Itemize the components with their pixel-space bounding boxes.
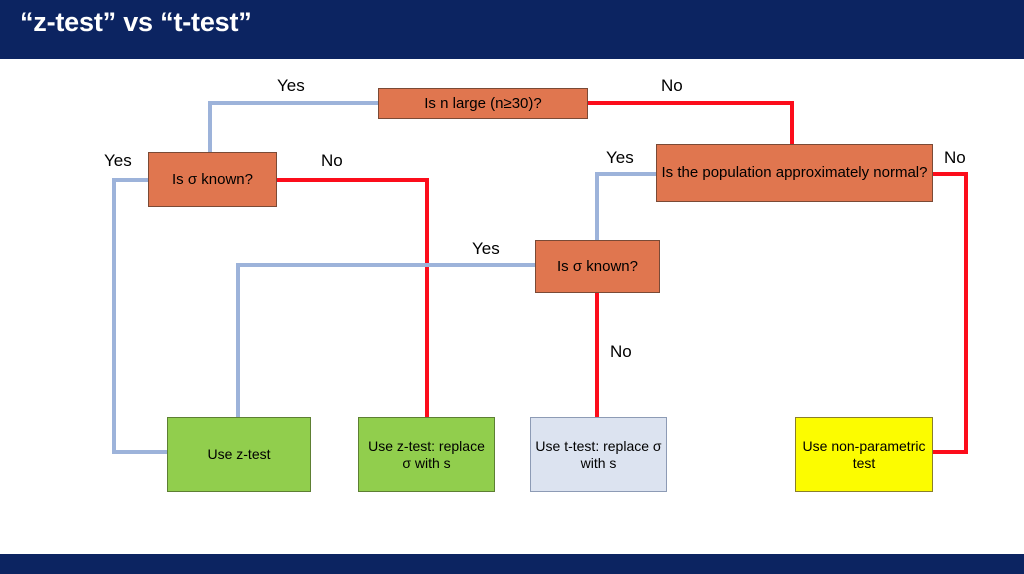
edge-n-large-no-vertical bbox=[790, 101, 794, 145]
edge-label-sigma-left-no: No bbox=[321, 151, 343, 170]
edge-label-n-large-no: No bbox=[661, 76, 683, 95]
edge-sigma-middle-no-vertical bbox=[595, 291, 599, 418]
edge-population-no-vertical bbox=[964, 172, 968, 454]
edge-population-yes-horizontal bbox=[595, 172, 657, 176]
footer-bar bbox=[0, 554, 1024, 574]
edge-population-yes-vertical bbox=[595, 172, 599, 242]
edge-label-population-yes: Yes bbox=[606, 148, 634, 167]
outcome-node-t-test-replace[interactable]: Use t-test: replace σ with s bbox=[530, 417, 667, 492]
title-bar bbox=[0, 0, 1024, 59]
edge-sigma-middle-yes-horizontal bbox=[236, 263, 536, 267]
edge-sigma-left-no-vertical bbox=[425, 178, 429, 418]
page-title: “z-test” vs “t-test” bbox=[20, 7, 252, 37]
edge-label-population-no: No bbox=[944, 148, 966, 167]
edge-sigma-left-yes-vertical bbox=[112, 178, 116, 454]
edge-population-no-horizontal-top bbox=[931, 172, 968, 176]
edge-n-large-yes-vertical bbox=[208, 101, 212, 153]
edge-n-large-yes-horizontal bbox=[208, 101, 380, 105]
outcome-node-z-test-replace[interactable]: Use z-test: replace σ with s bbox=[358, 417, 495, 492]
decision-node-population-normal[interactable]: Is the population approximately normal? bbox=[656, 144, 933, 202]
edge-label-sigma-left-yes: Yes bbox=[104, 151, 132, 170]
decision-node-n-large[interactable]: Is n large (n≥30)? bbox=[378, 88, 588, 119]
edge-sigma-middle-yes-vertical bbox=[236, 263, 240, 418]
edge-label-sigma-middle-no: No bbox=[610, 342, 632, 361]
outcome-node-non-parametric[interactable]: Use non-parametric test bbox=[795, 417, 933, 492]
edge-n-large-no-horizontal bbox=[586, 101, 794, 105]
edge-sigma-left-yes-horizontal-bottom bbox=[112, 450, 170, 454]
decision-node-sigma-known-left[interactable]: Is σ known? bbox=[148, 152, 277, 207]
edge-sigma-left-yes-horizontal-top bbox=[112, 178, 150, 182]
decision-node-sigma-known-middle[interactable]: Is σ known? bbox=[535, 240, 660, 293]
edge-population-no-horizontal-bottom bbox=[930, 450, 968, 454]
edge-label-n-large-yes: Yes bbox=[277, 76, 305, 95]
edge-sigma-left-no-horizontal bbox=[275, 178, 429, 182]
edge-label-sigma-middle-yes: Yes bbox=[472, 239, 500, 258]
outcome-node-z-test[interactable]: Use z-test bbox=[167, 417, 311, 492]
